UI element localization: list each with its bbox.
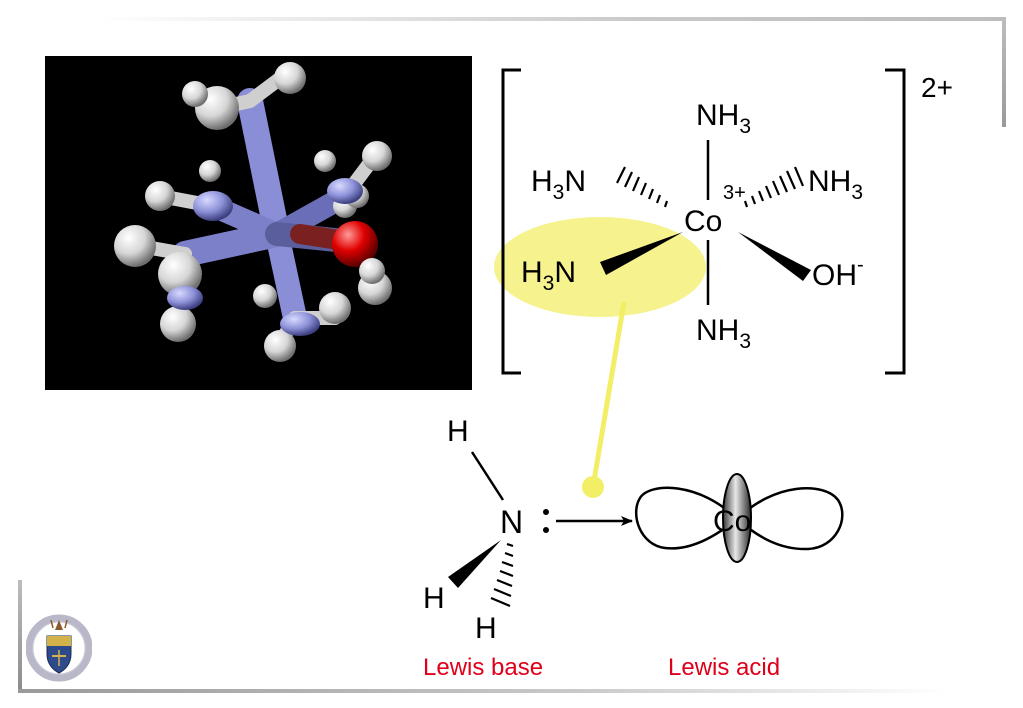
bond-n-h-top — [470, 451, 505, 501]
model-nitrogen-atoms — [167, 178, 363, 336]
ligand-top: NH3 — [696, 99, 751, 138]
wedge-bond-left — [600, 232, 683, 275]
orbital-pz — [722, 473, 752, 563]
hash-bond-right — [743, 166, 805, 208]
lewis-hydrogen-top: H — [447, 415, 469, 448]
lone-pair-dot — [543, 527, 549, 533]
lewis-hydrogen-left: H — [423, 582, 445, 615]
hash-bond-left — [616, 166, 669, 208]
slide-frame-bottom — [18, 689, 948, 693]
hash-n-h-bottom — [490, 542, 514, 608]
highlight-ellipse — [494, 217, 706, 317]
metal-center: Co — [684, 205, 722, 238]
left-bracket — [501, 68, 521, 375]
lewis-nitrogen: N — [500, 504, 523, 540]
orbital-lobe-right — [735, 487, 844, 551]
slide-frame-right — [1002, 17, 1006, 127]
ligand-right-wedge: OH- — [812, 254, 864, 292]
slide-frame-left — [18, 580, 22, 692]
complex-charge: 2+ — [921, 72, 953, 103]
model-oxygen-atom — [290, 221, 385, 284]
ligand-right-hash: NH3 — [808, 165, 863, 204]
right-bracket — [885, 68, 906, 375]
lewis-acid-label: Lewis acid — [668, 654, 780, 681]
orbital-co-label: Co — [713, 505, 751, 538]
model-hydrogen-atoms — [114, 62, 392, 362]
metal-charge: 3+ — [723, 182, 746, 204]
molecule-3d-model — [45, 56, 472, 390]
orbital-lobe-left — [634, 486, 739, 550]
ligand-left-hash: H3N — [531, 165, 586, 204]
highlight-connector — [590, 301, 627, 488]
university-crest-logo — [26, 614, 92, 682]
lewis-base-label: Lewis base — [423, 654, 543, 681]
slide-frame-top — [95, 17, 1005, 21]
lewis-hydrogen-bottom: H — [475, 612, 497, 645]
wedge-n-h-left — [448, 540, 501, 588]
lone-pair-dot — [543, 509, 549, 515]
wedge-bond-right — [738, 232, 811, 281]
connector-dot — [582, 476, 604, 498]
ligand-bottom: NH3 — [696, 314, 751, 353]
ligand-left-wedge: H3N — [521, 256, 576, 295]
